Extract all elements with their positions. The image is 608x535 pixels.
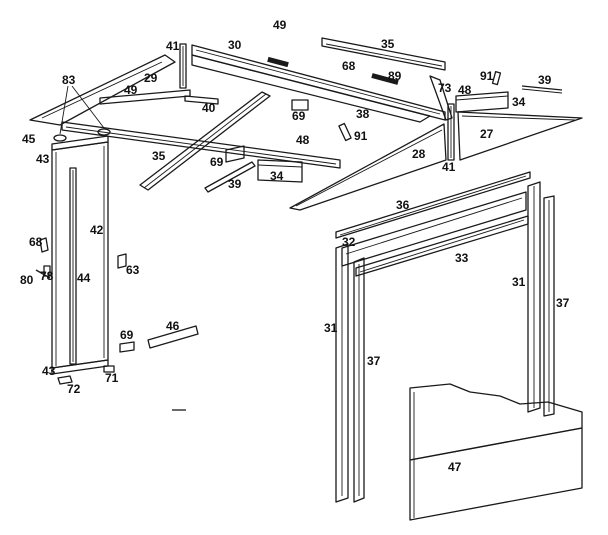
- callout-69-top: 69: [292, 109, 306, 123]
- door-frame-left: [51, 135, 109, 375]
- callout-37-left: 37: [367, 354, 381, 368]
- rail-48-mid: [61, 121, 341, 169]
- bar-39-right: [521, 85, 563, 94]
- post-41-mid: [447, 103, 455, 161]
- callout-63: 63: [126, 263, 140, 277]
- callout-44: 44: [77, 271, 91, 285]
- callout-43-top: 43: [36, 152, 50, 166]
- callout-41-top: 41: [166, 39, 180, 53]
- callout-38: 38: [356, 107, 370, 121]
- bracket-69-low: [119, 341, 135, 353]
- callout-83: 83: [62, 73, 76, 87]
- clip-91-right: [491, 71, 502, 86]
- callout-45: 45: [22, 132, 36, 146]
- purlin-49-left: [99, 89, 191, 105]
- callout-80: 80: [20, 273, 34, 287]
- header-32: [341, 191, 527, 267]
- callout-37-right: 37: [556, 296, 570, 310]
- callout-36: 36: [396, 198, 410, 212]
- jamb-31-right: [527, 181, 541, 413]
- callout-33: 33: [455, 251, 469, 265]
- callout-47: 47: [448, 460, 462, 474]
- callout-27: 27: [480, 127, 494, 141]
- callout-34-right: 34: [512, 95, 526, 109]
- bracket-73: [429, 75, 453, 121]
- top-rail-36: [335, 171, 531, 239]
- rail-40: [184, 95, 219, 105]
- callout-91-mid: 91: [354, 129, 368, 143]
- callout-91-right: 91: [480, 69, 494, 83]
- ridge-rail-30: [191, 44, 446, 123]
- callout-31-left: 31: [324, 321, 338, 335]
- bracket-69-top: [291, 99, 309, 111]
- post-41-top: [179, 43, 187, 89]
- callout-71: 71: [105, 371, 119, 385]
- rail-35-left: [139, 91, 271, 191]
- callout-78: 78: [40, 269, 54, 283]
- rail-35-top: [321, 37, 446, 71]
- clip-91-mid: [338, 122, 352, 142]
- callout-68-left: 68: [29, 235, 43, 249]
- header-33: [355, 215, 529, 277]
- callout-73: 73: [438, 81, 452, 95]
- callout-34-mid: 34: [270, 169, 284, 183]
- callout-41-mid: 41: [442, 160, 456, 174]
- callout-28: 28: [412, 147, 426, 161]
- callout-69-low: 69: [120, 328, 134, 342]
- small-parts-bottom: [57, 365, 115, 385]
- callout-72: 72: [67, 382, 81, 396]
- jamb-37-left: [353, 257, 365, 503]
- callout-49-top: 49: [273, 18, 287, 32]
- callout-29: 29: [144, 71, 158, 85]
- bar-39-mid: [204, 161, 256, 193]
- channel-34-mid: [257, 159, 303, 183]
- jamb-37-right: [543, 195, 555, 417]
- callout-42: 42: [90, 223, 104, 237]
- callout-49-left: 49: [124, 83, 138, 97]
- callout-35-left: 35: [152, 149, 166, 163]
- gable-panel-right: [457, 111, 583, 161]
- panel-28: [289, 123, 447, 211]
- washers-83: [53, 85, 111, 142]
- channel-34-right: [455, 91, 509, 113]
- bar-46: [147, 325, 199, 349]
- callout-32: 32: [342, 235, 356, 249]
- door-panel-47: [409, 383, 583, 521]
- gable-panel-left: [29, 54, 176, 126]
- callout-89: 89: [388, 69, 402, 83]
- callout-43-low: 43: [42, 364, 56, 378]
- bracket-69-mid: [225, 145, 245, 163]
- callout-35-top: 35: [381, 37, 395, 51]
- callout-labels: 49 41 30 35 83 29 68 89 73 91 39 49 40 4…: [20, 18, 570, 474]
- callout-31-right: 31: [512, 275, 526, 289]
- callout-48-mid: 48: [296, 133, 310, 147]
- callout-39-right: 39: [538, 73, 552, 87]
- bracket-63: [117, 253, 127, 269]
- callout-40: 40: [202, 101, 216, 115]
- callout-39-mid: 39: [228, 177, 242, 191]
- callout-46: 46: [166, 319, 180, 333]
- callout-69-mid: 69: [210, 155, 224, 169]
- callout-68-top: 68: [342, 59, 356, 73]
- jamb-31-left: [335, 243, 349, 503]
- callout-30: 30: [228, 38, 242, 52]
- callout-48-right: 48: [458, 83, 472, 97]
- small-parts-left: [35, 237, 51, 279]
